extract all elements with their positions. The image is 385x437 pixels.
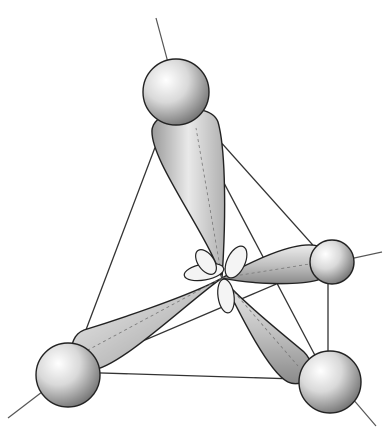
ligand-sphere-top — [143, 59, 209, 125]
ligand-sphere-bottom-left — [36, 343, 100, 407]
ligand-sphere-bottom-right — [299, 351, 361, 413]
axis-bottom-left — [8, 392, 42, 418]
ligand-spheres — [36, 59, 361, 413]
ligand-sphere-right — [310, 240, 354, 284]
orbital-lobe-top — [152, 109, 225, 278]
orbital-lobe-bottom-right — [222, 278, 311, 384]
axis-bottom-right — [352, 398, 376, 426]
